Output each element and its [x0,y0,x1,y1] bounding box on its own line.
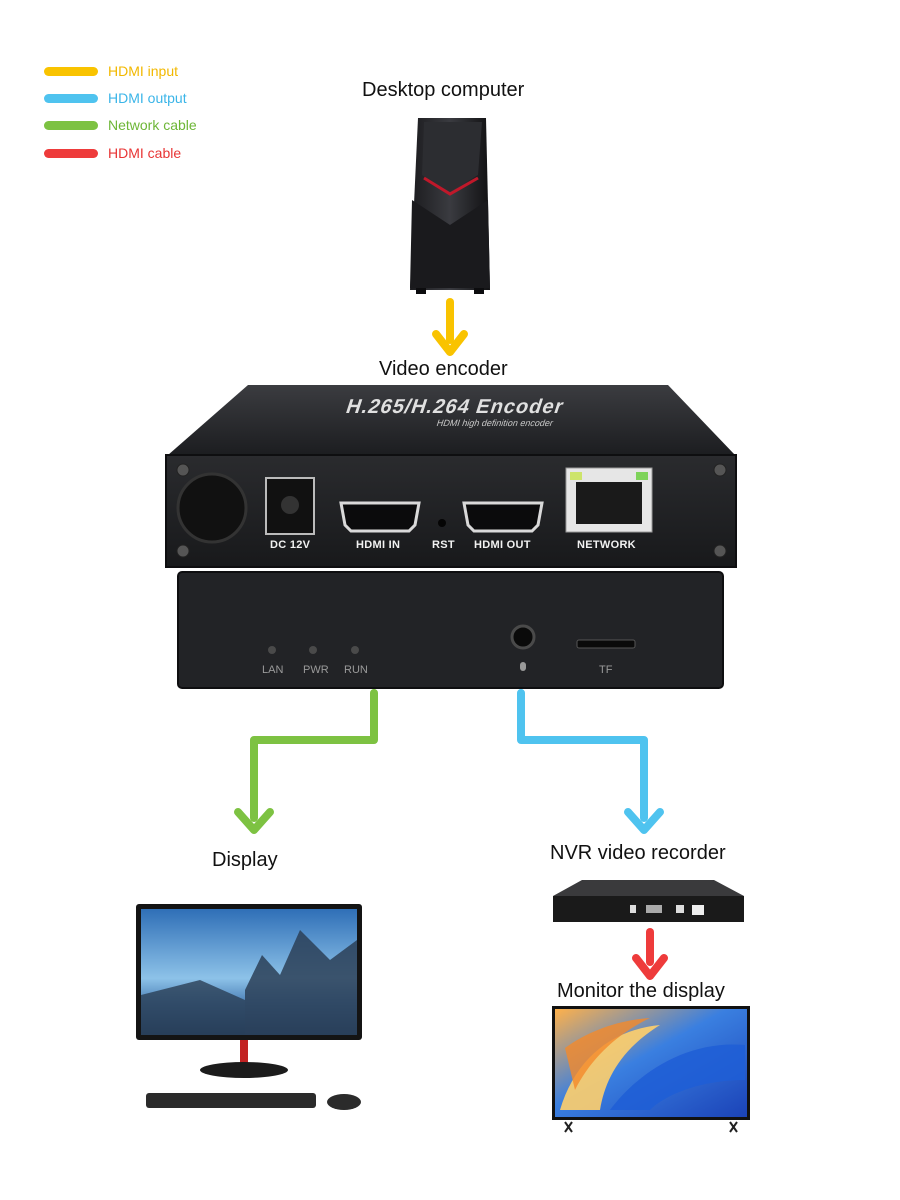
desktop-computer-title: Desktop computer [362,79,525,101]
tower-red-accent [423,176,479,196]
port-label-rst: RST [432,539,455,551]
encoder-device-icon [165,385,737,689]
nvr-title: NVR video recorder [550,842,726,864]
port-label-hdmi-in: HDMI IN [356,539,401,551]
led-run [351,646,359,654]
legend-swatch [44,93,98,103]
led-lan [268,646,276,654]
keyboard [146,1093,316,1108]
port-label-hdmi-out: HDMI OUT [474,539,531,551]
hdmi-cable-arrow [632,928,668,980]
nvr-recorder-icon [553,880,744,922]
monitor-keyboard-icon [136,904,362,1110]
hdmi-output-arrow [517,689,664,834]
port-label-dc: DC 12V [270,539,311,551]
front-label-pwr: PWR [303,664,329,676]
encoder-top-text: H.265/H.264 Encoder [343,396,568,418]
legend-swatch [44,148,98,158]
network-cable-arrow [234,689,378,834]
legend-item-hdmi-output: HDMI output [44,88,187,108]
display-title: Display [212,849,278,871]
hdmi-in-port [339,501,421,533]
legend-item-hdmi-cable: HDMI cable [44,143,181,163]
tower-foot [416,288,426,294]
power-connector [176,472,248,544]
mic-icon [520,662,526,671]
monitor-stand [240,1040,248,1066]
tower-lower-panel [410,200,490,288]
port-label-network: NETWORK [577,539,636,551]
encoder-top-subtext: HDMI high definition encoder [435,418,555,428]
tv-icon [552,1006,750,1133]
desktop-tower-icon [410,118,490,294]
video-encoder-title: Video encoder [379,358,508,380]
tf-card-slot [576,639,636,649]
nvr-top [553,880,744,896]
tower-front-panel [422,122,482,192]
hdmi-input-arrow [432,298,468,356]
legend-swatch [44,66,98,76]
hdmi-out-port [462,501,544,533]
legend-label: HDMI input [108,63,179,79]
legend-label: HDMI cable [108,145,182,161]
mouse [327,1094,361,1110]
legend-item-network-cable: Network cable [44,115,197,135]
legend-label: Network cable [108,117,197,133]
led-pwr [309,646,317,654]
reset-button [438,519,446,527]
legend-swatch [44,120,98,130]
monitor-display-title: Monitor the display [557,980,725,1002]
monitor-base [200,1062,288,1078]
front-label-run: RUN [344,664,368,676]
legend-label: HDMI output [108,90,187,106]
encoder-front-panel [177,571,724,689]
tower-foot [474,288,484,294]
legend-item-hdmi-input: HDMI input [44,61,178,81]
mic-jack [510,624,536,650]
encoder-top [168,385,735,455]
front-label-lan: LAN [262,664,284,676]
front-label-tf: TF [599,664,613,676]
